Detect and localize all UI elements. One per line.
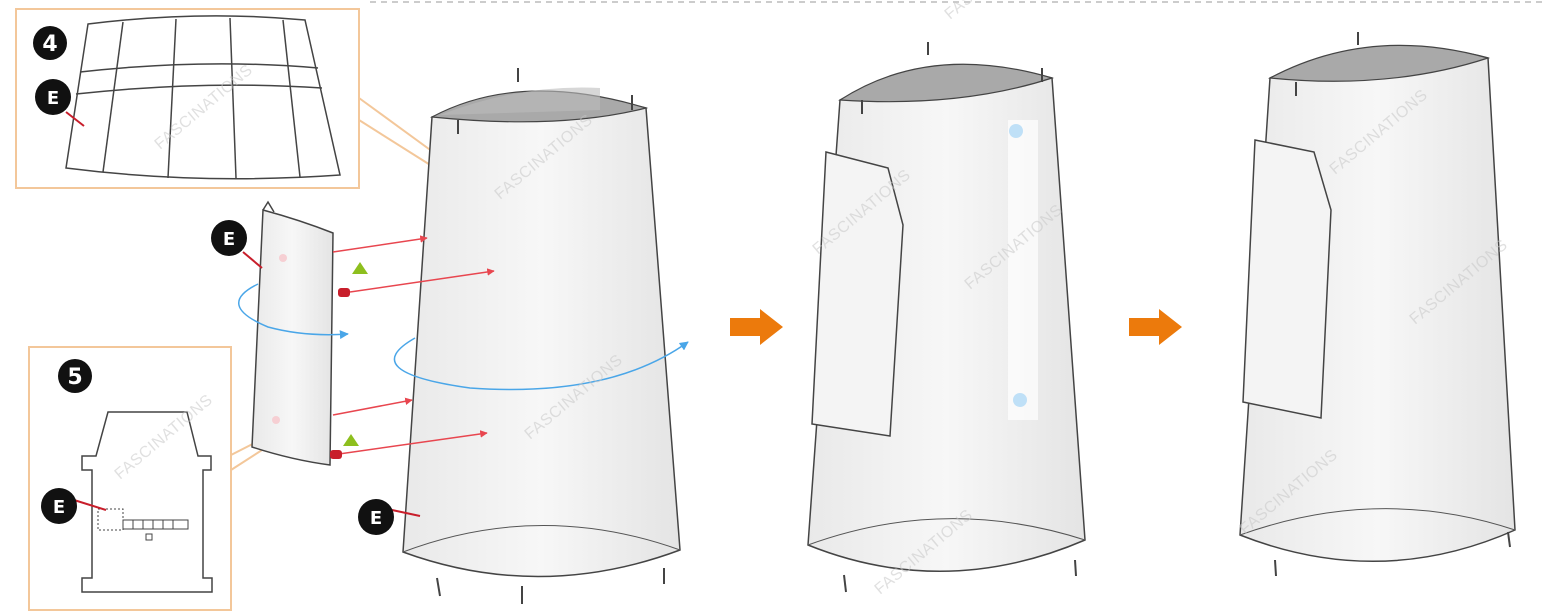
- svg-text:E: E: [370, 508, 382, 529]
- svg-text:E: E: [223, 229, 235, 250]
- svg-text:E: E: [53, 497, 65, 518]
- step-4-number: 4: [42, 32, 57, 57]
- watermark: FASCINATIONS: [942, 0, 1047, 23]
- svg-text:E: E: [47, 88, 59, 109]
- next-step-arrow-2: [1129, 309, 1182, 345]
- alignment-triangle-lower: [343, 434, 359, 446]
- flat-pocket-sheet-icon: [82, 412, 212, 592]
- tab-slot-upper: [338, 288, 350, 297]
- alignment-triangle-upper: [352, 262, 368, 274]
- marker-e-pocket: E: [211, 220, 262, 268]
- attached-pocket-3: [1243, 140, 1331, 418]
- callout-step-5: 5 E: [29, 347, 231, 610]
- step-5-number: 5: [67, 365, 82, 390]
- tab-slot-lower: [330, 450, 342, 459]
- callout-step-4: 4 E: [16, 9, 359, 188]
- next-step-arrow-1: [730, 309, 783, 345]
- cylinder-assembly-2: [808, 42, 1085, 592]
- pocket-piece: [252, 202, 333, 465]
